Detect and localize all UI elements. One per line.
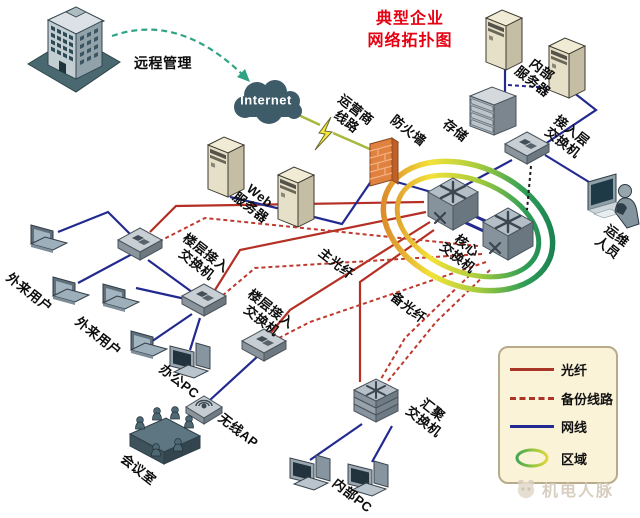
internet-cloud: [228, 74, 306, 133]
core-switch-icon-2: [479, 204, 537, 267]
legend-row-cable: 网线: [500, 417, 616, 436]
legend-row-backup: 备份线路: [500, 389, 616, 408]
storage-server-dashed-link: [507, 84, 553, 89]
floor-switch-icon-3: [240, 327, 288, 370]
laptop-icon-3: [96, 281, 141, 324]
legend-row-fiber: 光纤: [500, 360, 616, 379]
laptop-icon-2: [46, 274, 91, 317]
area-ring-sample: [510, 446, 554, 470]
firewall-icon: [366, 136, 402, 197]
internet-label: Internet: [240, 92, 292, 108]
legend-backup-label: 备份线路: [561, 391, 614, 407]
legend-row-area: 区域: [500, 446, 616, 470]
laptop-icon-1: [24, 222, 69, 265]
title-line-1: 典型企业: [375, 10, 445, 28]
ops-staff-icon: [586, 172, 640, 239]
office-pc-icon: [168, 338, 212, 389]
backup-line-sample: [510, 396, 554, 400]
laptop-icon-4: [124, 328, 169, 371]
wireless-ap-icon: [183, 392, 225, 433]
watermark-panda-icon: [517, 479, 535, 499]
watermark: 机电人脉: [514, 477, 614, 501]
fiber-lines: [149, 200, 435, 382]
floor-switch-icon-1: [116, 226, 164, 269]
legend-fiber-label: 光纤: [561, 362, 588, 378]
web-server-icon-1: [204, 133, 248, 204]
legend-area-label: 区域: [561, 451, 588, 467]
core-area-ring: [380, 158, 556, 294]
floor-switch-icon-2: [180, 282, 228, 325]
remote-mgmt-label: 远程管理: [134, 55, 192, 72]
internal-server-icon-2: [545, 34, 589, 105]
aggregation-switch-icon: [350, 376, 402, 435]
legend-box: 光纤 备份线路 网线 区域: [498, 346, 618, 484]
watermark-text: 机电人脉: [542, 483, 615, 500]
lightning-icon: [314, 116, 334, 151]
core-switch-icon-1: [424, 174, 482, 237]
internal-pc-icon-2: [346, 456, 390, 507]
web-server-icon-2: [274, 163, 318, 234]
title-line-2: 网络拓扑图: [367, 32, 453, 49]
storage-icon: [464, 84, 520, 141]
access-core-dashed-link: [526, 165, 532, 211]
fiber-line-sample: [510, 367, 554, 371]
internal-pc-icon-1: [288, 450, 332, 501]
area-ellipse-icon: [515, 448, 549, 468]
remote-mgmt-arrowhead: [237, 69, 250, 82]
legend-cable-label: 网线: [561, 420, 588, 436]
diagram-title: 典型企业 网络拓扑图: [367, 8, 452, 51]
office-building-icon: [26, 6, 124, 103]
cable-line-sample: [510, 425, 554, 429]
meeting-room-icon: [120, 406, 210, 479]
internal-server-icon-1: [482, 6, 526, 77]
access-switch-icon: [503, 130, 551, 173]
